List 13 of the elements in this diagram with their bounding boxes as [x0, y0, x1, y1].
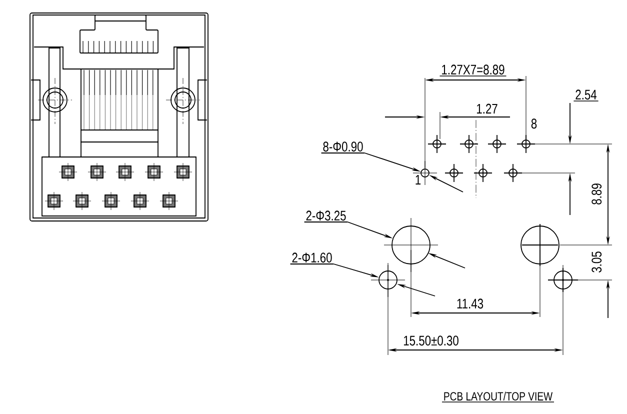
dimension-text: 2.54	[573, 90, 599, 102]
dimension-text: 11.43	[457, 298, 484, 309]
dimension-text: 8.89	[592, 184, 602, 204]
dimension-text: 1.27	[477, 104, 498, 114]
caption: PCB LAYOUT/TOP VIEW	[442, 392, 554, 402]
callout-text: 2-Φ3.25	[304, 210, 348, 222]
pin-number: 1	[416, 174, 421, 185]
dimension-text: 15.50±0.30	[404, 336, 458, 346]
callout-text: 2-Φ1.60	[290, 252, 334, 264]
callout-text: 8-Φ0.90	[320, 142, 366, 154]
dimension-text: 3.05	[592, 252, 602, 272]
pin-number: 8	[531, 118, 537, 129]
dimension-text: 1.27X7=8.89	[439, 64, 507, 76]
